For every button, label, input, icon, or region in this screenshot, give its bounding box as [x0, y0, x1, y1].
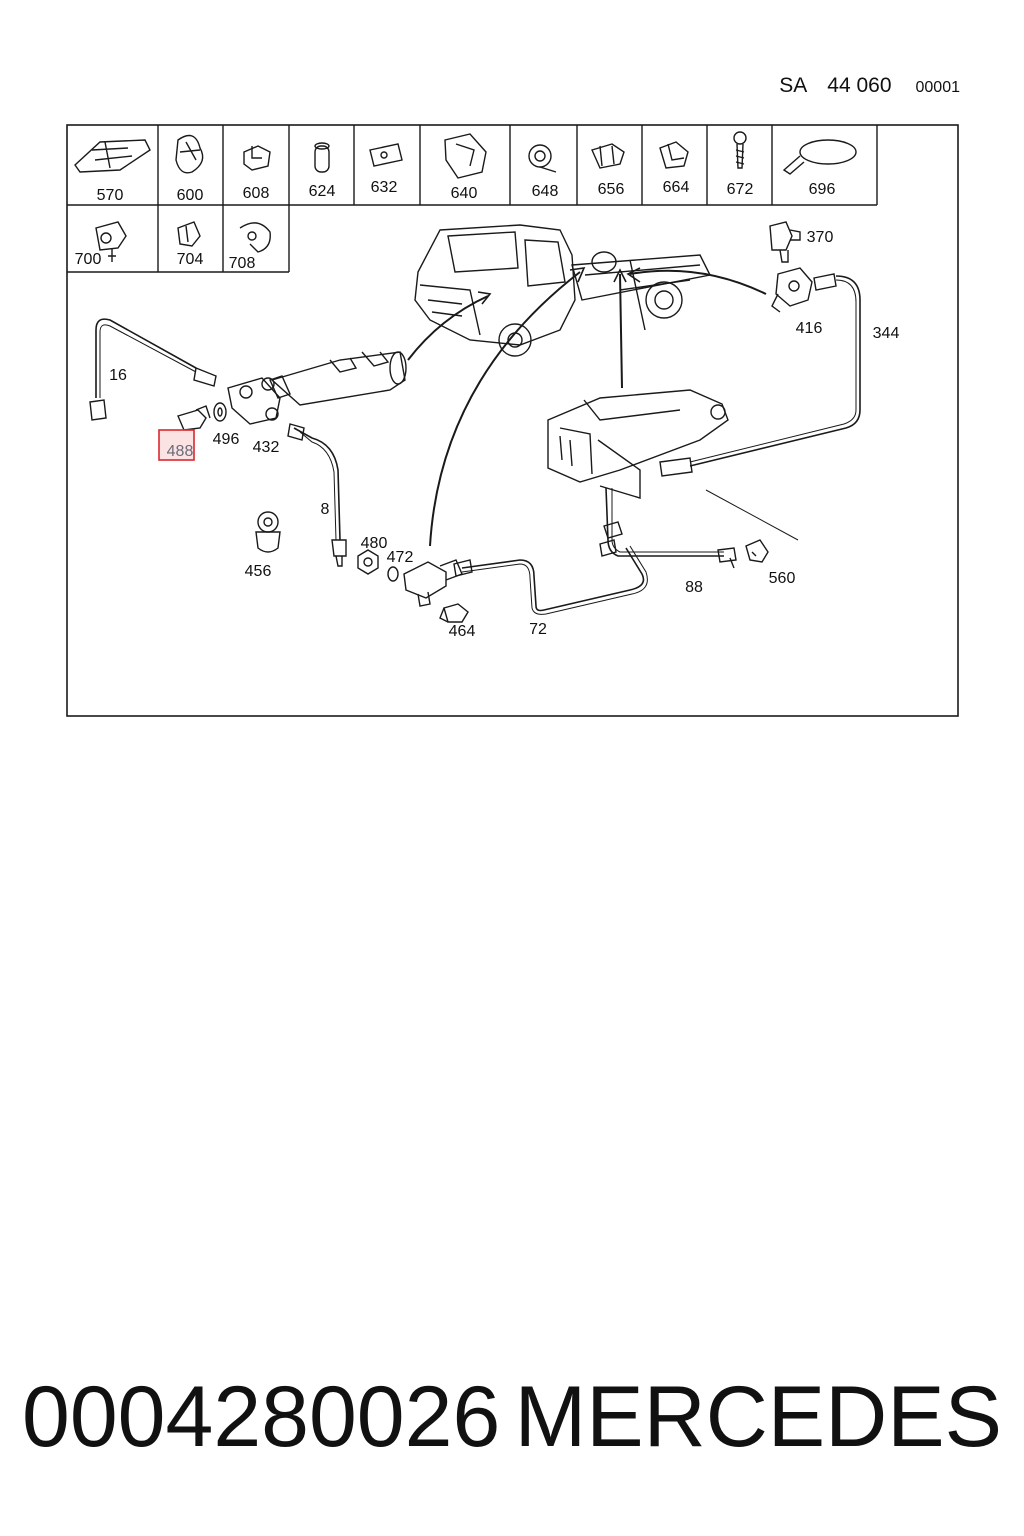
brake-line-88: [599, 487, 737, 569]
master-cylinder: [269, 351, 407, 406]
callout-8: 8: [321, 501, 330, 518]
clamp-708-icon: [239, 222, 271, 253]
legend-label-570: 570: [97, 187, 124, 204]
clip-560: [745, 539, 769, 563]
screw-672-icon: [733, 131, 747, 169]
tee-fitting: [403, 559, 463, 607]
callout-370: 370: [807, 229, 834, 246]
legend-label-632: 632: [371, 179, 398, 196]
legend-label-608: 608: [243, 185, 270, 202]
callout-16: 16: [109, 367, 127, 384]
leader-line-560: [705, 489, 799, 541]
clip-608-icon: [243, 145, 271, 171]
washer-472: [387, 566, 399, 582]
reference-prefix: SA: [779, 74, 808, 97]
legend-label-624: 624: [309, 183, 336, 200]
legend-label-600: 600: [177, 187, 204, 204]
callout-488: 488: [167, 443, 194, 460]
legend-label-704: 704: [177, 251, 204, 268]
location-arrows: [407, 267, 767, 547]
callout-416: 416: [796, 320, 823, 337]
truck-illustration: [414, 224, 712, 357]
product-caption: 0004280026 MERCEDES: [22, 1368, 1002, 1467]
legend-label-648: 648: [532, 183, 559, 200]
bracket-632-icon: [369, 143, 403, 167]
callout-472: 472: [387, 549, 414, 566]
diagram-frame: [66, 124, 959, 717]
brand-name: MERCEDES: [514, 1369, 1002, 1465]
brake-line-8: [287, 423, 347, 567]
reference-sheet: 00001: [915, 79, 961, 96]
clip-570-icon: [74, 139, 151, 173]
legend-label-708: 708: [229, 255, 256, 272]
callout-72: 72: [529, 621, 547, 638]
bolt-464: [439, 603, 469, 623]
holder-640-icon: [444, 133, 487, 179]
callout-456: 456: [245, 563, 272, 580]
distributor-432: [227, 377, 281, 425]
clip-664-icon: [659, 141, 689, 169]
reference-group: 44 060: [827, 74, 892, 97]
clip-600-icon: [175, 134, 204, 174]
callout-88: 88: [685, 579, 703, 596]
holder-700-icon: [95, 221, 127, 262]
legend-label-656: 656: [598, 181, 625, 198]
callout-480: 480: [361, 535, 388, 552]
washer-496: [213, 402, 227, 422]
callout-344: 344: [873, 325, 900, 342]
legend-label-696: 696: [809, 181, 836, 198]
part-number: 0004280026: [22, 1369, 501, 1465]
brake-line-344: [659, 273, 861, 477]
diagram-reference: SA 44 060 00001: [779, 74, 960, 98]
sleeve-624-icon: [314, 142, 330, 173]
callout-432: 432: [253, 439, 280, 456]
callout-496: 496: [213, 431, 240, 448]
cable-tie-696-icon: [782, 139, 857, 175]
callout-464: 464: [449, 623, 476, 640]
clip-704-icon: [177, 221, 201, 247]
legend-label-640: 640: [451, 185, 478, 202]
nut-480: [357, 549, 379, 575]
bleeder-valve-370: [769, 221, 801, 263]
brake-line-72: [453, 545, 648, 615]
legend-label-700: 700: [75, 251, 102, 268]
slave-cylinder-416: [771, 267, 813, 313]
pipe-clamp-648-icon: [528, 144, 557, 173]
legend-label-672: 672: [727, 181, 754, 198]
banjo-bolt-488: [177, 405, 211, 431]
clip-656-icon: [591, 143, 625, 169]
legend-label-664: 664: [663, 179, 690, 196]
brake-line-16: [89, 318, 217, 421]
highlight-box-488: [158, 429, 195, 461]
clutch-housing: [547, 389, 729, 499]
callout-560: 560: [769, 570, 796, 587]
legend-grid: [67, 125, 878, 273]
reservoir-cap-456: [255, 511, 281, 553]
